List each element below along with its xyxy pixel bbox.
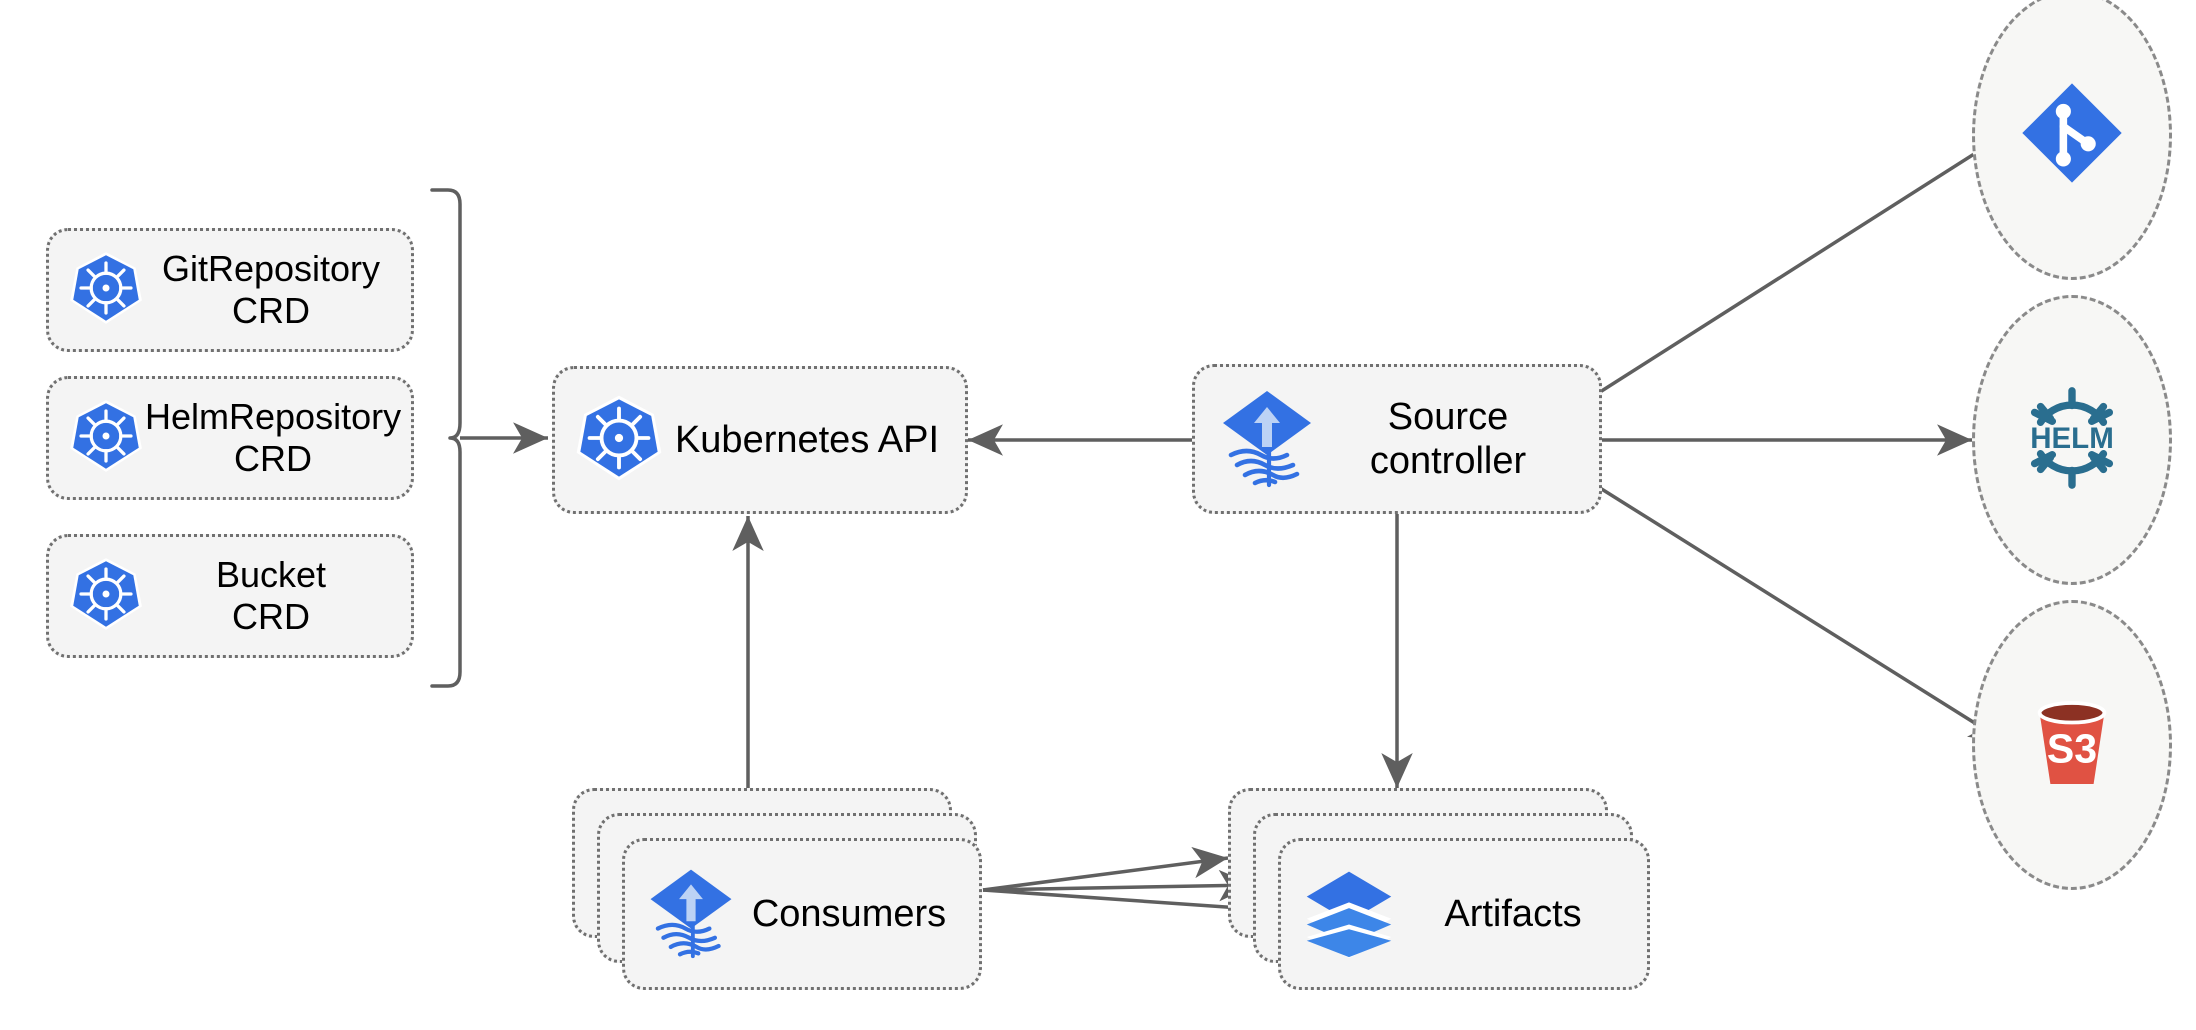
helm-icon: HELM: [2013, 379, 2131, 502]
node-label: Bucket CRD: [215, 554, 327, 637]
kubernetes-icon: [573, 392, 665, 489]
node-helmrepository-crd[interactable]: HelmRepository CRD: [46, 376, 414, 500]
kubernetes-icon: [67, 555, 145, 638]
node-artifacts[interactable]: Artifacts: [1278, 838, 1650, 990]
helm-wordmark: HELM: [2030, 421, 2114, 454]
flux-icon: [1217, 385, 1317, 494]
git-icon: [2018, 79, 2126, 192]
s3-bucket-icon: S3: [2018, 689, 2126, 802]
node-label: HelmRepository CRD: [145, 396, 402, 479]
node-label: Source controller: [1369, 395, 1527, 482]
node-helm-external[interactable]: HELM: [1972, 295, 2172, 585]
layers-icon: [1301, 864, 1397, 965]
edge-consumers-to-artifacts-back: [982, 846, 1229, 892]
node-label: Artifacts: [1444, 892, 1582, 935]
node-source-controller[interactable]: Source controller: [1192, 364, 1602, 514]
node-label: Consumers: [751, 892, 947, 935]
s3-wordmark: S3: [2047, 725, 2097, 771]
node-consumers[interactable]: Consumers: [622, 838, 982, 990]
edge-source-controller-to-s3: [1599, 486, 2006, 744]
kubernetes-icon: [67, 249, 145, 332]
crd-group-brace: [430, 188, 462, 688]
kubernetes-icon: [67, 397, 145, 480]
edge-consumers-to-artifacts-mid: [982, 869, 1255, 902]
flux-icon: [645, 863, 737, 966]
node-bucket-crd[interactable]: Bucket CRD: [46, 534, 414, 658]
node-s3-external[interactable]: S3: [1972, 600, 2172, 890]
node-kubernetes-api[interactable]: Kubernetes API: [552, 366, 968, 514]
node-label: Kubernetes API: [674, 418, 940, 461]
node-git-external[interactable]: [1972, 0, 2172, 280]
node-label: GitRepository CRD: [161, 248, 381, 331]
node-gitrepository-crd[interactable]: GitRepository CRD: [46, 228, 414, 352]
edge-source-controller-to-git: [1599, 126, 2016, 394]
